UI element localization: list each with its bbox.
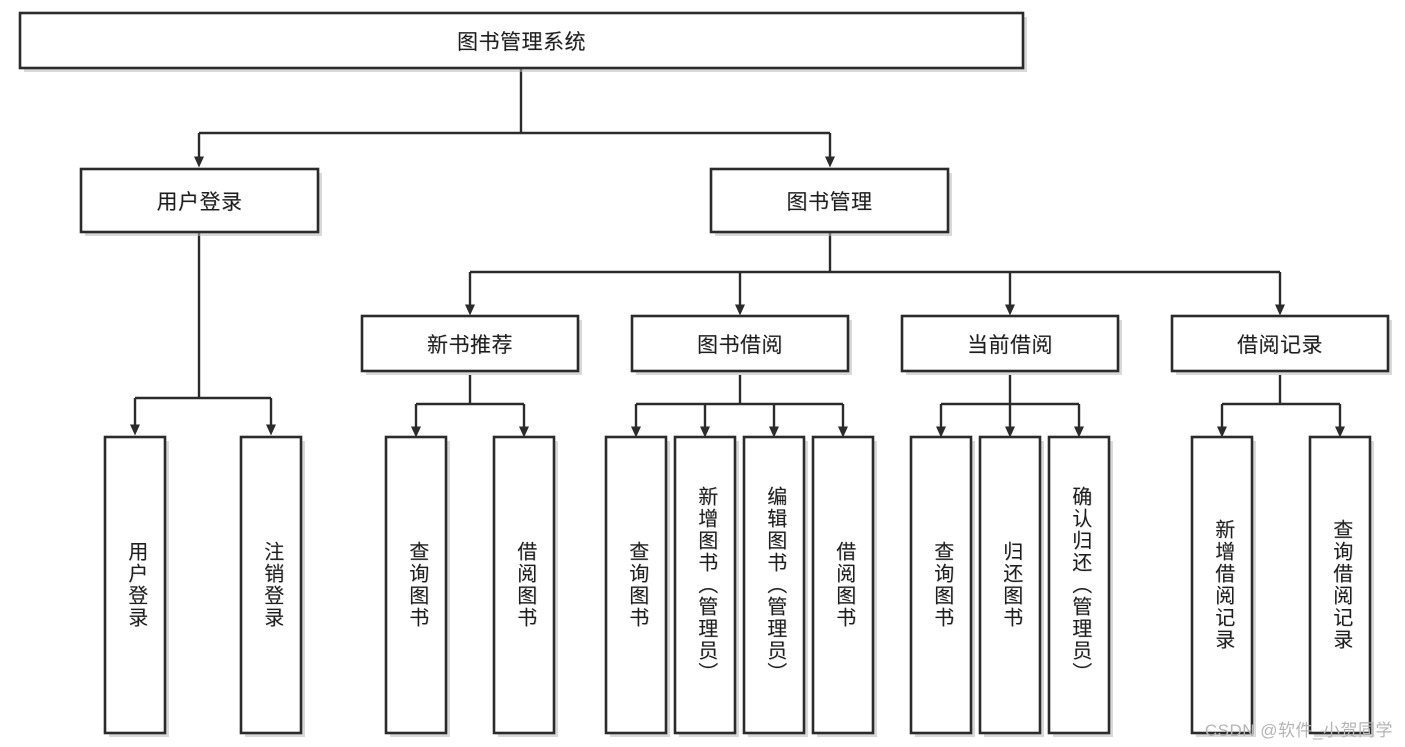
node-new-book-recommend-box[interactable] bbox=[360, 314, 580, 373]
leaf-box-book-borrow-0[interactable] bbox=[604, 435, 668, 735]
connector-newbook-to-leaves bbox=[411, 375, 529, 438]
leaf-box-new-book-0[interactable] bbox=[384, 435, 448, 735]
leaf-box-book-borrow-1[interactable] bbox=[673, 435, 737, 735]
leaf-box-new-book-1[interactable] bbox=[492, 435, 556, 735]
node-book-management-box[interactable] bbox=[709, 167, 950, 234]
connector-bookmgmt-to-level3 bbox=[465, 232, 1285, 316]
connector-userlogin-to-leaves bbox=[130, 232, 276, 436]
leaf-box-book-borrow-2[interactable] bbox=[742, 435, 806, 735]
leaf-box-current-borrow-0[interactable] bbox=[909, 435, 973, 735]
leaf-box-borrow-record-0[interactable] bbox=[1190, 435, 1254, 735]
node-current-borrow-box[interactable] bbox=[900, 314, 1120, 373]
node-user-login-box[interactable] bbox=[79, 167, 320, 234]
node-root-box[interactable] bbox=[18, 11, 1025, 70]
leaf-box-current-borrow-2[interactable] bbox=[1047, 435, 1111, 735]
connector-borrow-to-leaves bbox=[631, 375, 848, 438]
connector-root-to-level2 bbox=[194, 68, 835, 168]
leaf-box-user-login-1[interactable] bbox=[239, 435, 303, 735]
leaf-box-current-borrow-1[interactable] bbox=[978, 435, 1042, 735]
leaf-box-book-borrow-3[interactable] bbox=[811, 435, 875, 735]
connector-current-to-leaves bbox=[936, 375, 1084, 438]
leaf-box-user-login-0[interactable] bbox=[103, 435, 167, 735]
leaf-box-borrow-record-1[interactable] bbox=[1308, 435, 1372, 735]
connector-record-to-leaves bbox=[1217, 375, 1345, 438]
node-book-borrow-box[interactable] bbox=[630, 314, 850, 373]
node-borrow-record-box[interactable] bbox=[1170, 314, 1390, 373]
